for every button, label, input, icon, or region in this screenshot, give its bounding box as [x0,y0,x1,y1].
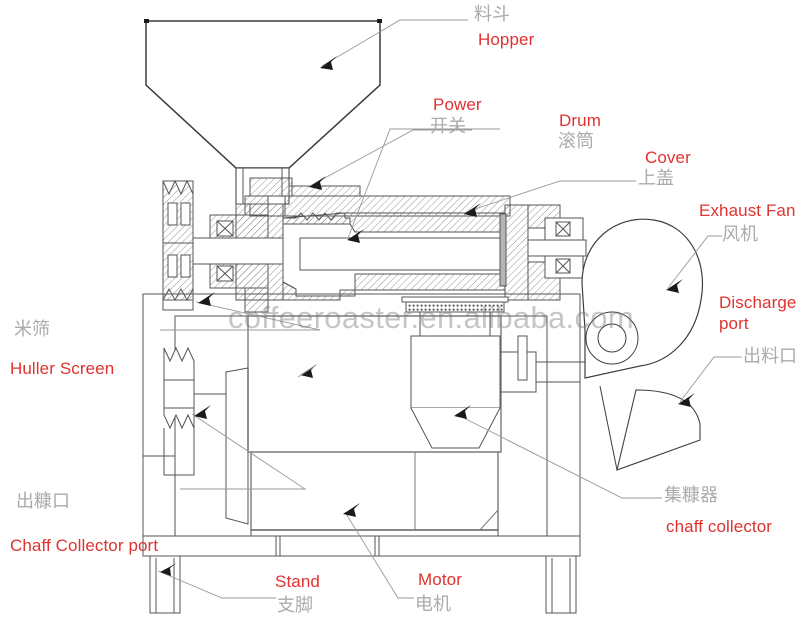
label-cover-en: Cover [645,148,691,167]
fan-duct [500,335,586,393]
leader-chaff-collector [455,413,662,499]
label-motor-cn: 电机 [415,594,451,615]
drum-part [249,177,587,301]
label-cover-cn: 上盖 [638,168,674,189]
label-chaff-port-en: Chaff Collector port [10,536,159,555]
huller-screen-pulley [143,346,226,476]
label-chaff-collector-cn: 集糠器 [664,485,718,506]
leader-arrowheads [160,56,695,576]
leader-huller-screen [160,301,321,331]
label-exhaust-fan-cn: 风机 [722,224,758,245]
label-stand-cn: 支脚 [277,595,313,616]
drive-pulley-upper [162,179,194,311]
leader-cover [465,180,636,213]
label-hopper-cn: 料斗 [474,4,510,25]
label-drum-en: Drum [559,111,601,130]
exhaust-fan-part [581,218,703,471]
label-huller-screen-en: Huller Screen [10,359,115,378]
label-power-en: Power [433,95,482,114]
machine-frame [142,293,581,553]
label-discharge-port-cn: 出料口 [743,346,797,367]
label-chaff-collector-en: chaff collector [666,517,773,536]
leader-hopper [321,19,468,67]
label-power-cn: 开关 [430,116,466,137]
leader-chaff-port [180,413,307,490]
leader-discharge [679,356,742,403]
leader-exhaust-fan [667,235,722,289]
label-huller-screen-cn: 米筛 [14,319,50,340]
hopper-part [144,19,382,205]
stand-legs [149,556,577,614]
label-motor-en: Motor [418,570,462,589]
chaff-collector-part [401,296,509,449]
motor-base [142,535,581,557]
label-stand-en: Stand [275,572,320,591]
label-chaff-port-cn: 出糠口 [16,491,70,512]
leader-lines [157,19,742,599]
leader-motor [344,511,414,599]
label-hopper-en: Hopper [478,30,535,49]
leader-power [309,129,472,187]
leader-stand [157,570,276,599]
label-drum-cn: 滚筒 [558,131,594,152]
label-discharge-port-en: Discharge port [719,293,797,334]
leader-drum [347,128,500,239]
label-exhaust-fan-en: Exhaust Fan [699,201,796,220]
